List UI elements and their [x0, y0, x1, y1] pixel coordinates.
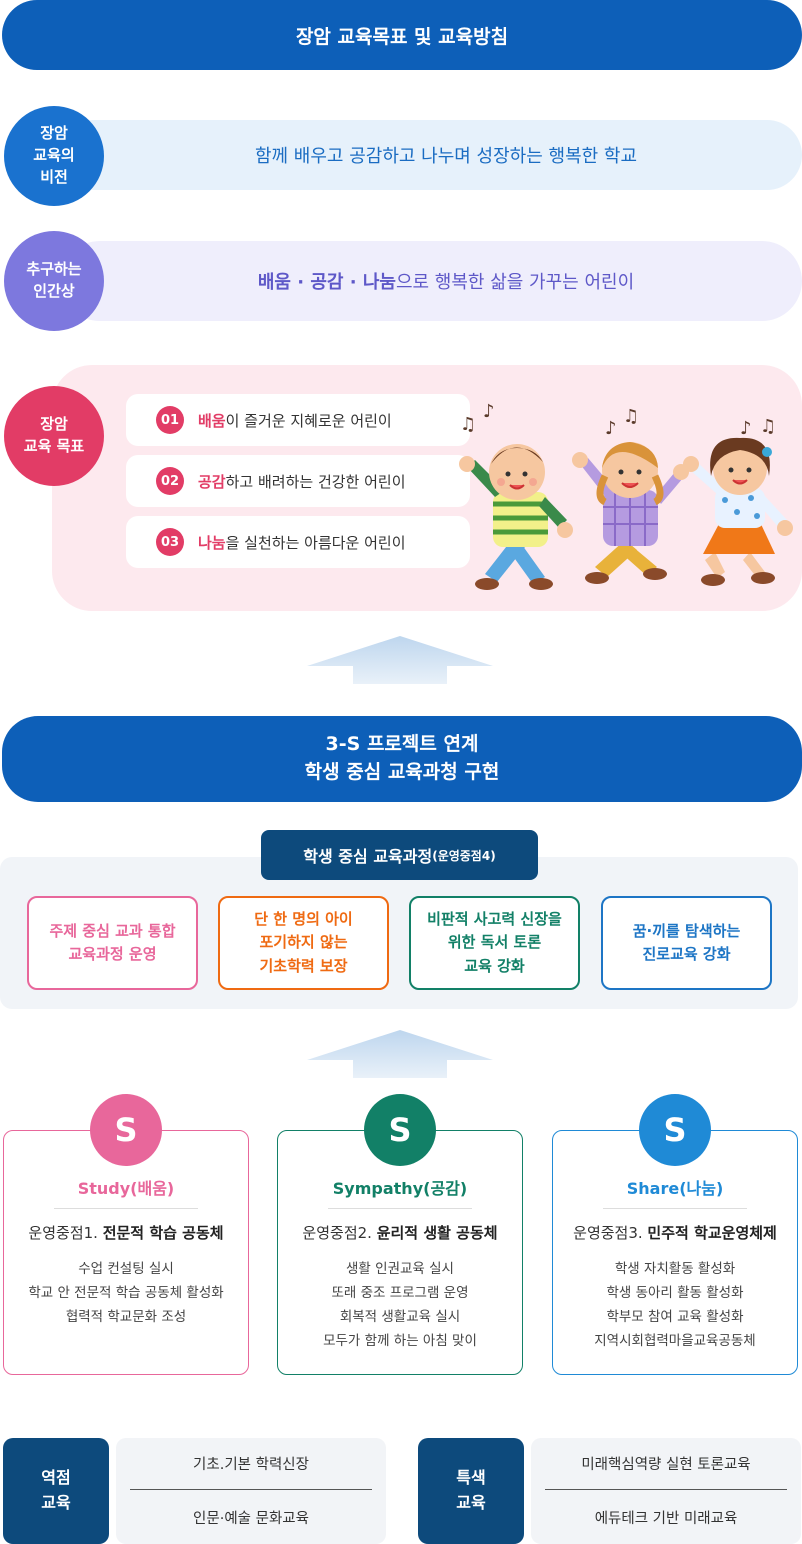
card-focus: 운영중점1. 전문적 학습 공동체: [28, 1224, 224, 1242]
divider: [328, 1208, 472, 1209]
vision-label: 장암 교육의 비전: [4, 106, 104, 206]
card-line: 지역시회협력마을교육공동체: [594, 1333, 756, 1349]
goal-keyword: 배움: [198, 411, 226, 430]
goal-text: 하고 배려하는 건강한 어린이: [225, 472, 406, 491]
sympathy-card: Sympathy(공감) 운영중점2. 윤리적 생활 공동체 생활 인권교육 실…: [277, 1130, 523, 1375]
goal-number: 02: [156, 467, 184, 495]
up-arrow-icon: [307, 636, 493, 684]
card-focus: 운영중점2. 윤리적 생활 공동체: [302, 1224, 498, 1242]
card-line: 회복적 생활교육 실시: [339, 1309, 461, 1325]
dancing-children-illustration: ♫ ♪ ♪ ♫ ♪ ♫: [459, 401, 793, 590]
sympathy-badge: S: [364, 1094, 436, 1166]
card-line: 학부모 참여 교육 활성화: [606, 1309, 744, 1325]
card-lines: 생활 인권교육 실시 또래 중조 프로그램 운영 회복적 생활교육 실시 모두가…: [278, 1257, 522, 1353]
special-education-item: 에듀테크 기반 미래교육: [594, 1510, 738, 1527]
special-education-item: 미래핵심역량 실현 토론교육: [545, 1438, 787, 1490]
project-title: 3-S 프로젝트 연계 학생 중심 교육과청 구현: [2, 716, 802, 802]
card-line: 생활 인권교육 실시: [346, 1261, 454, 1277]
card-lines: 학생 자치활동 활성화 학생 동아리 활동 활성화 학부모 참여 교육 활성화 …: [553, 1257, 797, 1353]
divider: [603, 1208, 747, 1209]
svg-text:♫: ♫: [760, 416, 776, 437]
goal-keyword: 나눔: [198, 533, 226, 552]
card-line: 학생 동아리 활동 활성화: [606, 1285, 744, 1301]
up-arrow-icon: [307, 1030, 493, 1078]
focus-education-item: 기초.기본 학력신장: [130, 1438, 372, 1490]
focus-education-item: 인문·예술 문화교육: [193, 1510, 309, 1527]
curriculum-box: 꿈·끼를 탐색하는 진로교육 강화: [601, 896, 772, 990]
card-line: 학생 자치활동 활성화: [614, 1261, 736, 1277]
goal-keyword: 공감: [198, 472, 226, 491]
curriculum-tab-label: 학생 중심 교육과정(운영중점4): [261, 830, 538, 880]
card-line: 모두가 함께 하는 아침 맞이: [323, 1333, 477, 1349]
curriculum-box: 비판적 사고력 신장을 위한 독서 토론 교육 강화: [409, 896, 580, 990]
page-title: 장암 교육목표 및 교육방침: [2, 0, 802, 70]
svg-text:♫: ♫: [623, 406, 639, 427]
study-card: Study(배움) 운영중점1. 전문적 학습 공동체 수업 컨설팅 실시 학교…: [3, 1130, 249, 1375]
human-ideal-text: 으로 행복한 삶을 가꾸는 어린이: [395, 272, 635, 293]
vision-text: 함께 배우고 공감하고 나누며 성장하는 행복한 학교: [254, 146, 638, 167]
special-education-label: 특색 교육: [418, 1438, 524, 1544]
card-lines: 수업 컨설팅 실시 학교 안 전문적 학습 공동체 활성화 협력적 학교문화 조…: [4, 1257, 248, 1329]
svg-text:♪: ♪: [483, 401, 495, 422]
goal-number: 01: [156, 406, 184, 434]
human-ideal-key: 배움 · 공감 · 나눔: [257, 272, 396, 293]
goal-number: 03: [156, 528, 184, 556]
card-line: 수업 컨설팅 실시: [78, 1261, 174, 1277]
curriculum-box: 주제 중심 교과 통합 교육과정 운영: [27, 896, 198, 990]
special-education-list: 미래핵심역량 실현 토론교육 에듀테크 기반 미래교육: [531, 1438, 801, 1544]
focus-education-list: 기초.기본 학력신장 인문·예술 문화교육: [116, 1438, 386, 1544]
svg-text:♪: ♪: [740, 418, 752, 439]
card-name: Sympathy(공감): [332, 1179, 468, 1198]
goal-text: 을 실천하는 아름다운 어린이: [225, 533, 406, 552]
card-focus: 운영중점3. 민주적 학교운영체제: [573, 1224, 777, 1242]
svg-text:♫: ♫: [460, 414, 476, 435]
share-card: Share(나눔) 운영중점3. 민주적 학교운영체제 학생 자치활동 활성화 …: [552, 1130, 798, 1375]
card-line: 학교 안 전문적 학습 공동체 활성화: [28, 1285, 224, 1301]
card-name: Study(배움): [77, 1179, 175, 1198]
card-name: Share(나눔): [626, 1179, 724, 1198]
curriculum-box: 단 한 명의 아이 포기하지 않는 기초학력 보장: [218, 896, 389, 990]
goals-label: 장암 교육 목표: [4, 386, 104, 486]
card-line: 또래 중조 프로그램 운영: [331, 1285, 469, 1301]
goal-text: 이 즐거운 지혜로운 어린이: [225, 411, 392, 430]
share-badge: S: [639, 1094, 711, 1166]
divider: [54, 1208, 198, 1209]
study-badge: S: [90, 1094, 162, 1166]
vision-band: 함께 배우고 공감하고 나누며 성장하는 행복한 학교: [60, 120, 802, 190]
card-line: 협력적 학교문화 조성: [65, 1309, 187, 1325]
svg-text:♪: ♪: [605, 418, 617, 439]
focus-education-label: 역점 교육: [3, 1438, 109, 1544]
human-ideal-label: 추구하는 인간상: [4, 231, 104, 331]
curriculum-title: 학생 중심 교육과정: [303, 847, 433, 866]
curriculum-note: (운영중점4): [432, 848, 496, 863]
